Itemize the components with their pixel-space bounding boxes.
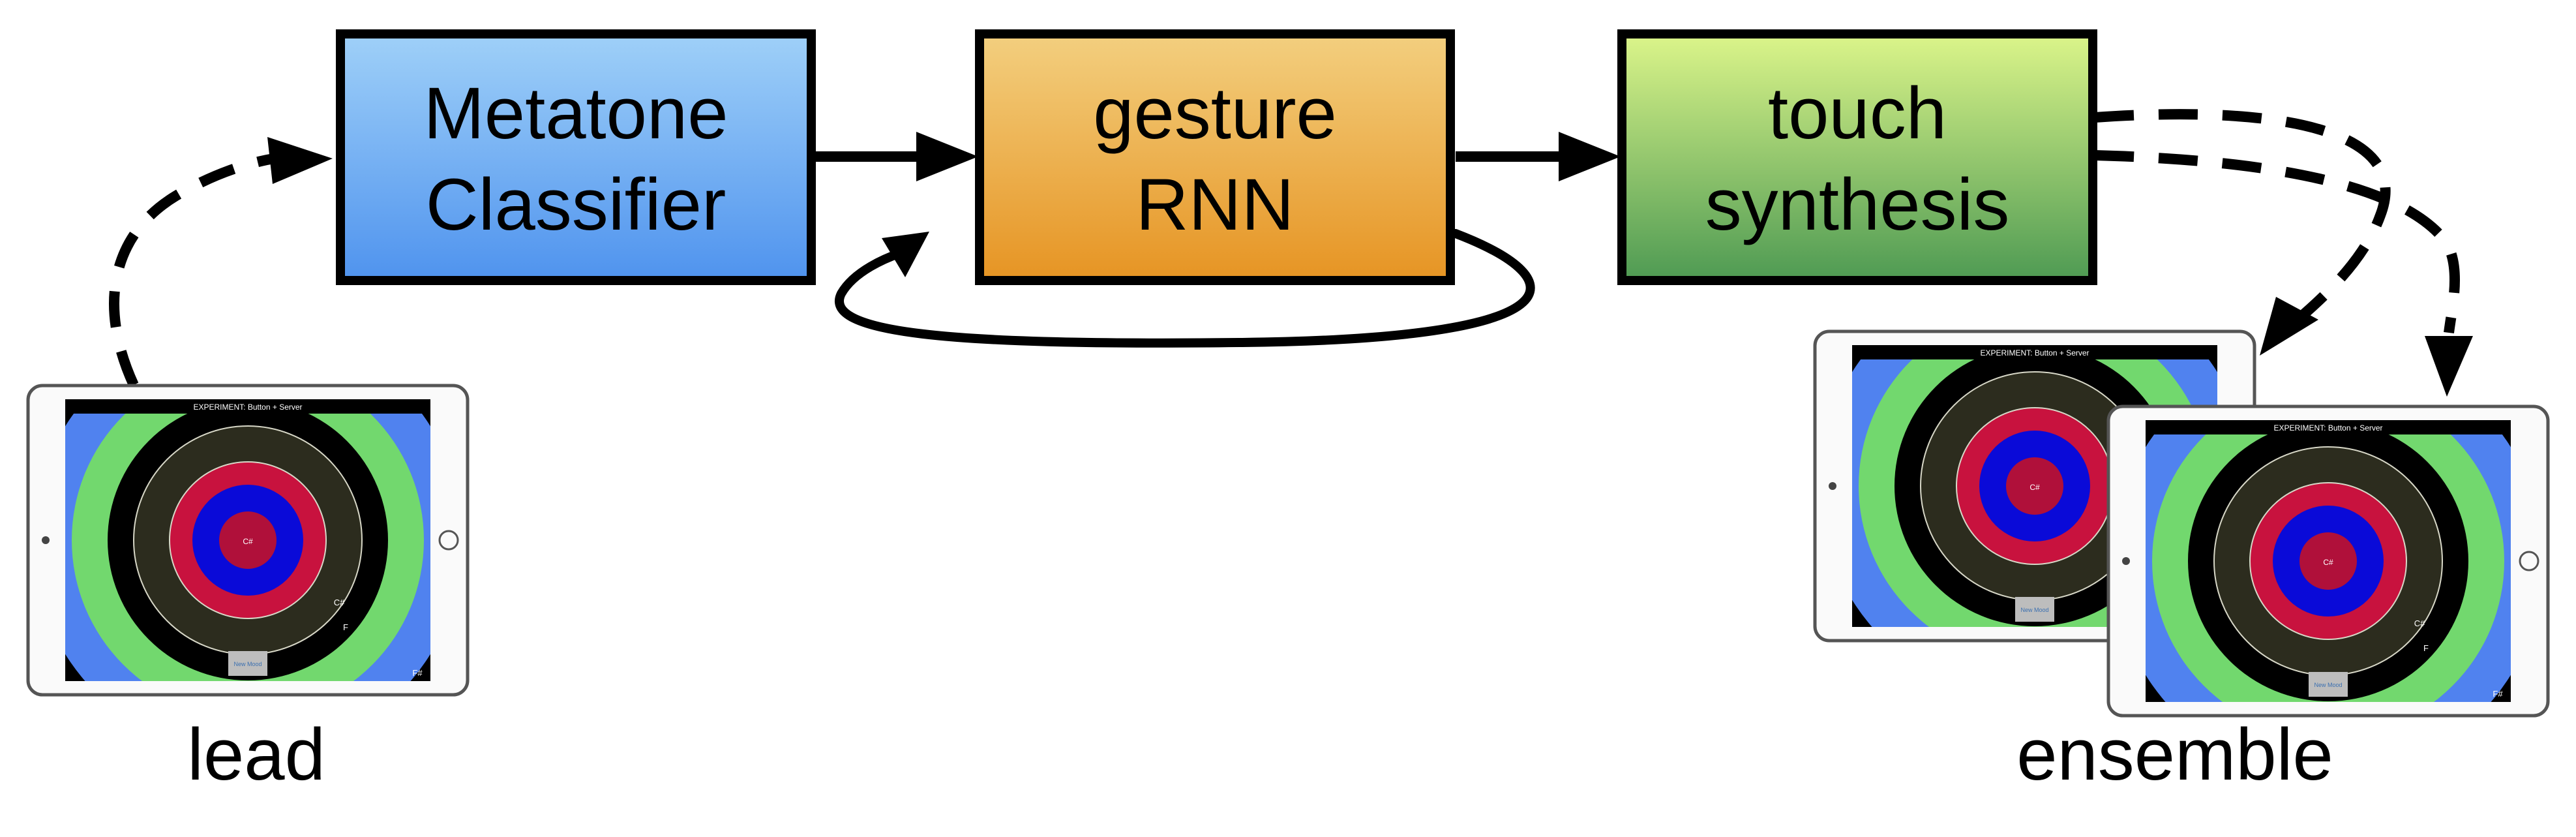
lead-caption: lead xyxy=(187,714,325,795)
rnn-feedback-loop xyxy=(835,229,1535,348)
arrowhead-into-ensemble-b xyxy=(2425,336,2473,397)
arrowhead-loop-into-rnn xyxy=(882,232,929,277)
arrowhead-into-ensemble-a xyxy=(2260,297,2318,356)
arrowhead-into-classifier xyxy=(267,137,333,184)
synthesis-to-ensemble-a-dashed-arrow xyxy=(2094,109,2391,334)
classifier-label-line2: Classifier xyxy=(426,164,726,245)
classifier-label-line1: Metatone xyxy=(424,72,728,154)
synthesis-box: touch synthesis xyxy=(1617,29,2097,285)
lead-tablet-image xyxy=(28,325,468,755)
ensemble-caption: ensemble xyxy=(2016,714,2333,795)
synthesis-to-ensemble-b-dashed-arrow xyxy=(2094,150,2460,333)
rnn-label-line1: gesture xyxy=(1093,72,1337,154)
synthesis-label-line2: synthesis xyxy=(1705,164,2010,245)
arrowhead-into-synthesis xyxy=(1559,132,1621,181)
ensemble-tablet-front-image xyxy=(2108,346,2548,776)
arrowhead-into-rnn xyxy=(916,132,978,181)
arrowheads xyxy=(267,132,2473,397)
classifier-box: Metatone Classifier xyxy=(336,29,816,285)
rnn-box: gesture RNN xyxy=(975,29,1455,285)
synthesis-label-line1: touch xyxy=(1768,72,1947,154)
lead-to-classifier-dashed-arrow xyxy=(109,153,275,388)
rnn-label-line2: RNN xyxy=(1136,164,1295,245)
connectors xyxy=(109,109,2460,388)
